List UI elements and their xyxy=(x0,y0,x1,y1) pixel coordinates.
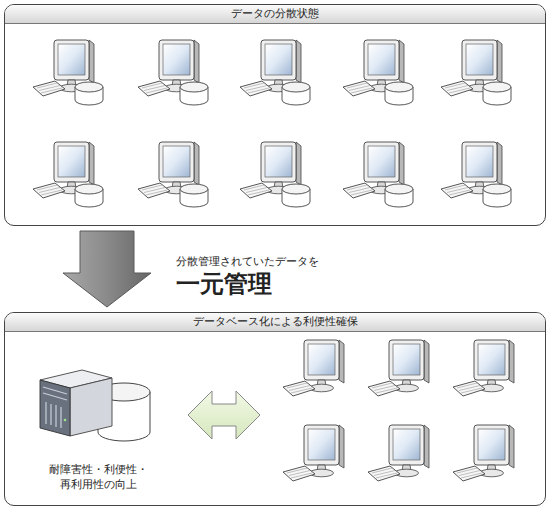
emphasis-label: 一元管理 xyxy=(176,268,272,300)
server-node: 耐障害性・利便性・ 再利用性の向上 xyxy=(36,356,161,496)
group-panel: データの分散状態 xyxy=(4,4,546,226)
node-caption: 耐障害性・利便性・ 再利用性の向上 xyxy=(47,462,151,492)
group-panel: データベース化による利便性確保耐障害性・利便性・ 再利用性の向上 xyxy=(4,312,546,506)
terminal-computers xyxy=(283,340,514,481)
panel-heading: データの分散状態 xyxy=(5,5,545,24)
edge-label: 分散管理されていたデータを xyxy=(176,254,319,269)
client-computers xyxy=(33,40,511,207)
panel-heading: データベース化による利便性確保 xyxy=(5,313,545,332)
edge-layer xyxy=(63,231,151,307)
double-arrow xyxy=(188,391,260,439)
block-arrow xyxy=(63,231,151,307)
database-server xyxy=(40,370,150,441)
